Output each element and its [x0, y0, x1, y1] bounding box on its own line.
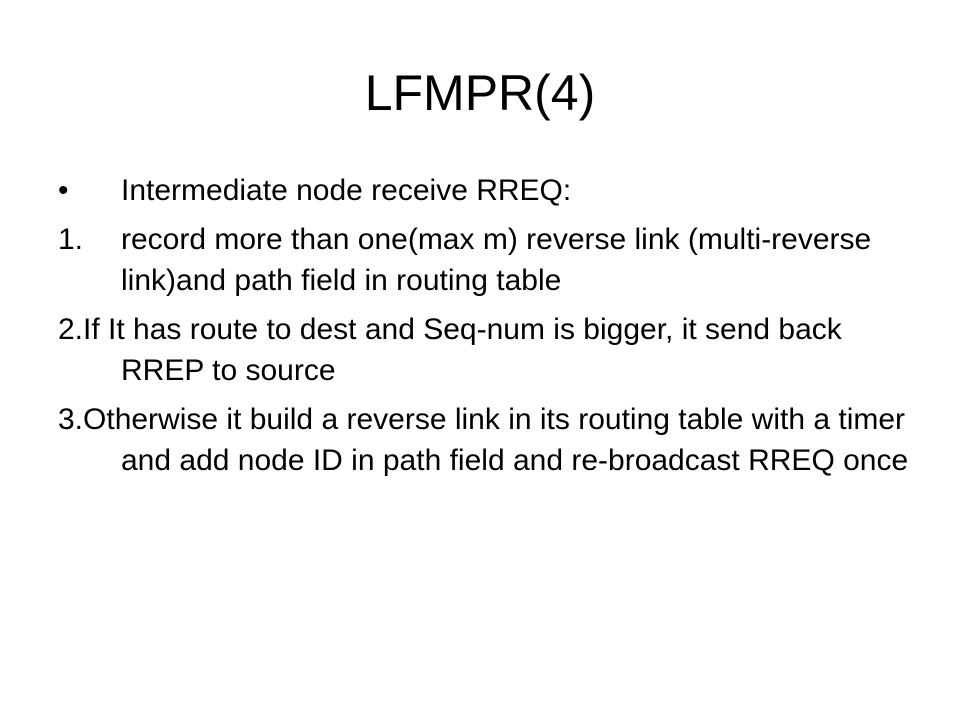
numbered-text: record more than one(max m) reverse link…: [121, 223, 872, 297]
bullet-text: Intermediate node receive RREQ:: [121, 174, 572, 207]
numbered-text: 3.Otherwise it build a reverse link in i…: [58, 403, 909, 477]
slide-title: LFMPR(4): [364, 65, 596, 121]
numbered-item: 2.If It has route to dest and Seq-num is…: [58, 309, 928, 391]
numbered-item: 3.Otherwise it build a reverse link in i…: [58, 399, 928, 481]
bullet-item: • Intermediate node receive RREQ:: [58, 170, 928, 211]
number-marker: 1.: [58, 223, 84, 256]
bullet-list: • Intermediate node receive RREQ: 1. rec…: [58, 170, 928, 489]
numbered-text: 2.If It has route to dest and Seq-num is…: [58, 313, 842, 387]
bullet-marker: •: [58, 174, 69, 207]
numbered-item: 1. record more than one(max m) reverse l…: [58, 219, 928, 301]
